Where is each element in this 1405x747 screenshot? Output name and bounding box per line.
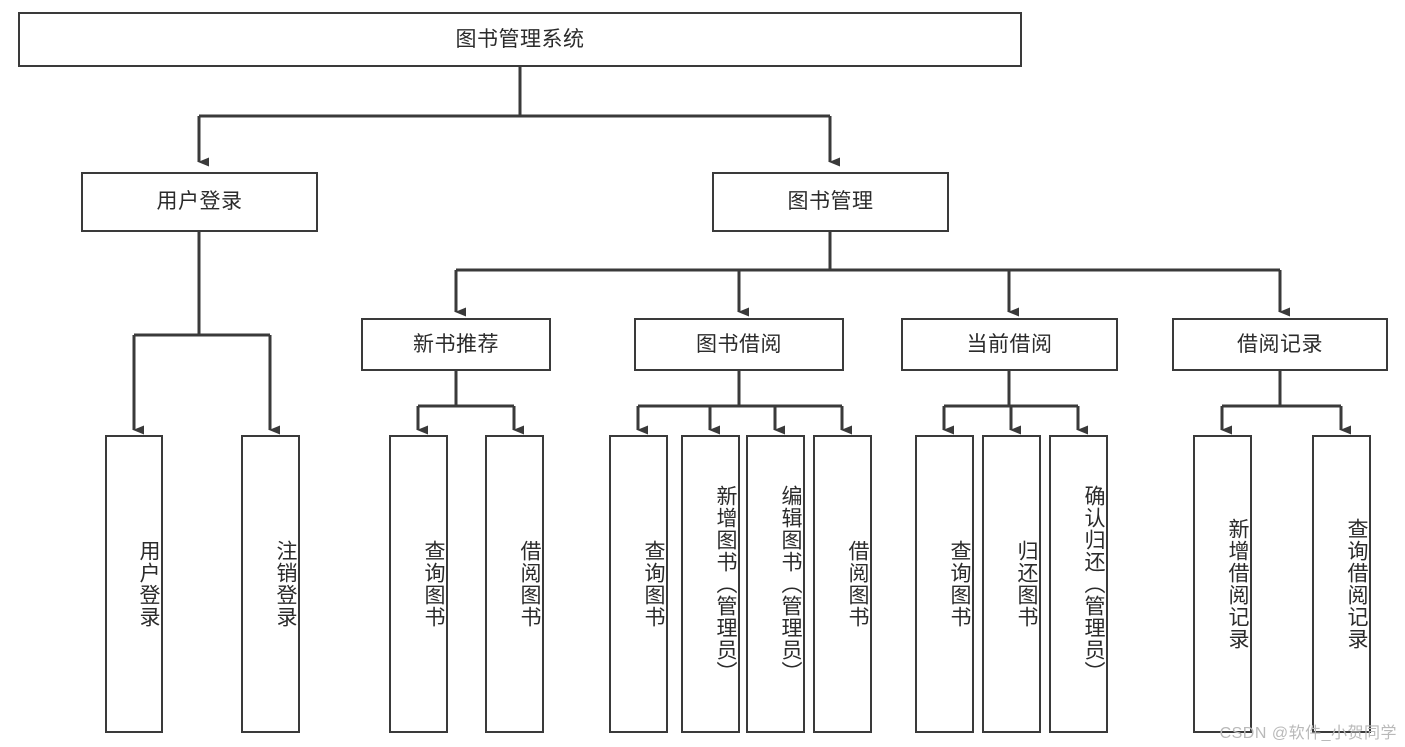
node-root-system[interactable]: 图书管理系统 bbox=[18, 12, 1022, 67]
leaf-record-add-borrow-record[interactable]: 新增借阅记录 bbox=[1193, 435, 1252, 733]
node-borrow-record[interactable]: 借阅记录 bbox=[1172, 318, 1388, 371]
leaf-record-query-borrow-record[interactable]: 查询借阅记录 bbox=[1312, 435, 1371, 733]
node-label: 用户登录 bbox=[137, 540, 160, 628]
leaf-current-confirm-return-admin[interactable]: 确认归还（管理员） bbox=[1049, 435, 1108, 733]
node-label: 查询图书 bbox=[642, 540, 665, 628]
node-book-borrow[interactable]: 图书借阅 bbox=[634, 318, 844, 371]
leaf-newbook-query-book[interactable]: 查询图书 bbox=[389, 435, 448, 733]
node-label: 新增图书（管理员） bbox=[714, 485, 737, 683]
node-book-management[interactable]: 图书管理 bbox=[712, 172, 949, 232]
node-label: 归还图书 bbox=[1015, 540, 1038, 628]
leaf-borrow-edit-book-admin[interactable]: 编辑图书（管理员） bbox=[746, 435, 805, 733]
node-label: 图书借阅 bbox=[696, 332, 782, 356]
leaf-newbook-borrow-book[interactable]: 借阅图书 bbox=[485, 435, 544, 733]
node-label: 借阅图书 bbox=[518, 540, 541, 628]
node-label: 注销登录 bbox=[274, 540, 297, 628]
node-current-borrow[interactable]: 当前借阅 bbox=[901, 318, 1118, 371]
node-label: 新增借阅记录 bbox=[1226, 518, 1249, 650]
node-label: 用户登录 bbox=[156, 190, 243, 214]
node-label: 确认归还（管理员） bbox=[1082, 485, 1105, 683]
leaf-current-return-book[interactable]: 归还图书 bbox=[982, 435, 1041, 733]
leaf-logout-login[interactable]: 注销登录 bbox=[241, 435, 300, 733]
node-label: 查询借阅记录 bbox=[1345, 518, 1368, 650]
node-label: 图书管理系统 bbox=[455, 27, 585, 51]
node-label: 查询图书 bbox=[948, 540, 971, 628]
node-user-login[interactable]: 用户登录 bbox=[81, 172, 318, 232]
leaf-current-query-book[interactable]: 查询图书 bbox=[915, 435, 974, 733]
node-label: 新书推荐 bbox=[413, 332, 499, 356]
node-label: 借阅记录 bbox=[1237, 332, 1323, 356]
node-label: 当前借阅 bbox=[966, 332, 1053, 356]
leaf-borrow-query-book[interactable]: 查询图书 bbox=[609, 435, 668, 733]
leaf-borrow-add-book-admin[interactable]: 新增图书（管理员） bbox=[681, 435, 740, 733]
watermark-text: CSDN @软件_小贺同学 bbox=[1219, 725, 1397, 742]
node-label: 借阅图书 bbox=[846, 540, 869, 628]
leaf-user-login[interactable]: 用户登录 bbox=[105, 435, 163, 733]
node-label: 图书管理 bbox=[787, 190, 874, 214]
node-new-book-recommend[interactable]: 新书推荐 bbox=[361, 318, 551, 371]
node-label: 编辑图书（管理员） bbox=[779, 485, 802, 683]
node-label: 查询图书 bbox=[422, 540, 445, 628]
leaf-borrow-borrow-book[interactable]: 借阅图书 bbox=[813, 435, 872, 733]
